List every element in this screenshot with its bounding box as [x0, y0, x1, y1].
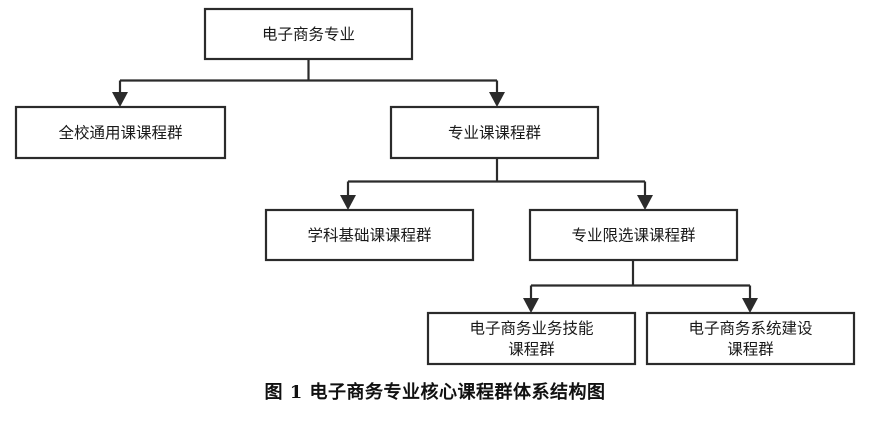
node-business-skill-label-line2: 课程群	[508, 341, 555, 359]
connector-root-to-level1	[112, 59, 505, 107]
node-general-courses[interactable]: 全校通用课课程群	[14, 105, 227, 160]
node-discipline-basic-label: 学科基础课课程群	[307, 227, 431, 245]
connector-major-restricted-to-level3	[523, 260, 758, 313]
node-business-skill[interactable]: 电子商务业务技能 课程群	[426, 311, 637, 366]
node-discipline-basic[interactable]: 学科基础课课程群	[264, 208, 475, 262]
connector-major-courses-to-level2	[340, 158, 653, 210]
arrow-head-major-restricted	[637, 195, 653, 210]
node-system-build-label-line2: 课程群	[727, 341, 774, 359]
arrow-head-general-courses	[112, 92, 128, 107]
node-root-box	[203, 7, 414, 61]
arrow-head-major-courses	[489, 92, 505, 107]
node-discipline-basic-box	[264, 208, 475, 262]
node-general-courses-box	[14, 105, 227, 160]
arrow-head-discipline-basic	[340, 195, 356, 210]
node-major-restricted[interactable]: 专业限选课课程群	[528, 208, 739, 262]
node-root-label: 电子商务专业	[262, 26, 355, 44]
figure-caption: 图 1 电子商务专业核心课程群体系结构图	[264, 382, 606, 403]
node-major-courses-box	[389, 105, 600, 160]
node-system-build-box	[645, 311, 856, 366]
node-root[interactable]: 电子商务专业	[203, 7, 414, 61]
node-major-courses-label: 专业课课程群	[448, 124, 541, 142]
node-business-skill-box	[426, 311, 637, 366]
arrow-head-system-build	[742, 298, 758, 313]
node-system-build[interactable]: 电子商务系统建设 课程群	[645, 311, 856, 366]
node-business-skill-label-line1: 电子商务业务技能	[469, 320, 593, 338]
node-major-restricted-label: 专业限选课课程群	[571, 227, 695, 245]
node-system-build-label-line1: 电子商务系统建设	[688, 320, 812, 338]
node-major-courses[interactable]: 专业课课程群	[389, 105, 600, 160]
node-major-restricted-box	[528, 208, 739, 262]
node-general-courses-label: 全校通用课课程群	[58, 124, 182, 142]
arrow-head-business-skill	[523, 298, 539, 313]
